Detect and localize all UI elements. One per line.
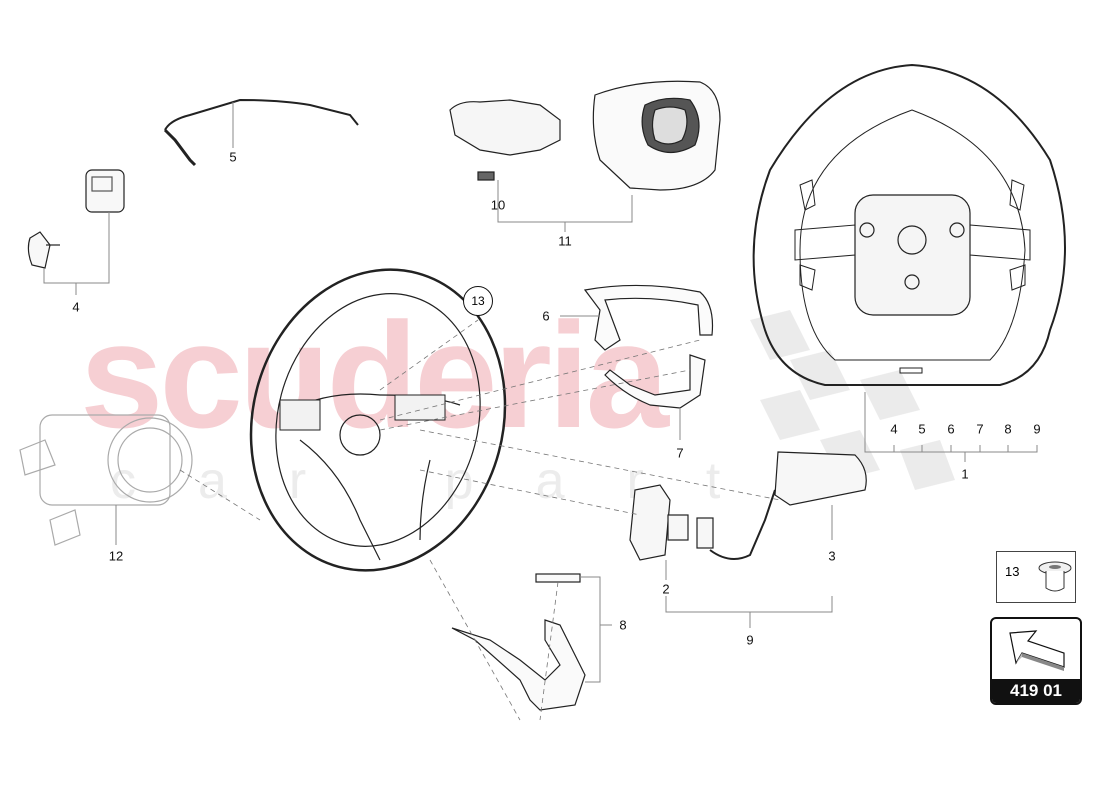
column-switch-part-12 [19,414,193,546]
reference-code: 419 01 [992,679,1080,703]
group-callout-5: 5 [918,421,926,437]
callout-part-12: 12 [108,548,124,564]
callout-part-6: 6 [542,308,550,324]
group-callout-8: 8 [1004,421,1012,437]
switch-modules-part-4 [27,169,125,295]
callout-part-1: 1 [961,466,969,482]
callout-part-5: 5 [229,149,237,165]
callout-part-10: 10 [490,197,506,213]
callout-part-11: 11 [558,233,572,249]
reference-box: 419 01 [990,617,1082,705]
wire-harness-part-5 [163,98,359,167]
group-callout-6: 6 [947,421,955,437]
watermark-subtext: car parts [110,452,871,510]
callout-circle-13: 13 [463,286,493,316]
steering-wheel-exploded [249,268,507,572]
callout-part-2: 2 [662,581,670,597]
inset-part-13: 13 [996,551,1076,603]
grommet-icon [1038,561,1072,592]
callout-circle-13-text: 13 [471,294,485,308]
trim-covers-parts-6-7 [560,284,714,440]
airbag-assembly-part-11 [449,80,721,232]
group-callout-9: 9 [1033,421,1041,437]
group-callout-4: 4 [890,421,898,437]
callout-part-4: 4 [72,299,80,315]
explosion-lines [179,319,781,721]
inset-part-number: 13 [1005,564,1020,579]
arrow-up-left-icon [1009,630,1065,671]
callout-part-8: 8 [619,617,627,633]
callout-part-3: 3 [828,548,836,564]
group-callout-7: 7 [976,421,984,437]
watermark-brand: scuderia [80,291,669,459]
control-switches-parts-2-3 [629,451,867,628]
callout-part-9: 9 [746,632,754,648]
callout-part-7: 7 [676,445,684,461]
steering-wheel-complete-part-1 [752,63,1066,462]
